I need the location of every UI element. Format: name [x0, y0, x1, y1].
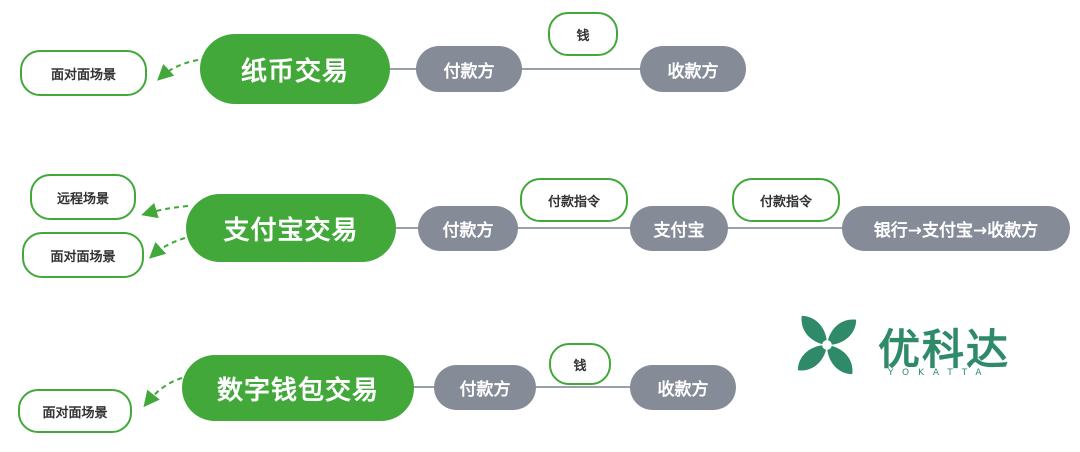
link-label-payment-instruction-2: 付款指令 [732, 178, 840, 222]
node-payee-3: 收款方 [630, 365, 736, 410]
node-payee-1: 收款方 [640, 46, 746, 92]
main-digital-wallet-trade: 数字钱包交易 [182, 355, 414, 421]
main-alipay-trade: 支付宝交易 [186, 194, 396, 262]
link-label-money-3: 钱 [549, 343, 611, 385]
link-label-payment-instruction-1: 付款指令 [520, 178, 628, 222]
logo-subtitle: YOKATTA [888, 368, 991, 378]
node-bank-alipay-payee: 银行→支付宝→收款方 [842, 206, 1070, 251]
node-alipay: 支付宝 [630, 206, 728, 251]
node-payer-3: 付款方 [434, 365, 536, 410]
scene-face-to-face-3: 面对面场景 [18, 389, 132, 433]
dashed-arrow [149, 237, 186, 259]
scene-face-to-face-1: 面对面场景 [20, 50, 147, 96]
yokatta-logo-icon [797, 315, 857, 375]
scene-remote: 远程场景 [30, 174, 136, 220]
dashed-arrow [143, 377, 183, 408]
node-payer-2: 付款方 [418, 206, 518, 251]
main-paper-money-trade: 纸币交易 [200, 34, 390, 104]
logo-name: 优科达 [878, 325, 1011, 374]
link-label-money-1: 钱 [548, 12, 618, 56]
dashed-arrow [141, 202, 189, 219]
node-payer-1: 付款方 [416, 46, 522, 92]
dashed-arrow [157, 59, 199, 81]
scene-face-to-face-2: 面对面场景 [22, 232, 144, 278]
